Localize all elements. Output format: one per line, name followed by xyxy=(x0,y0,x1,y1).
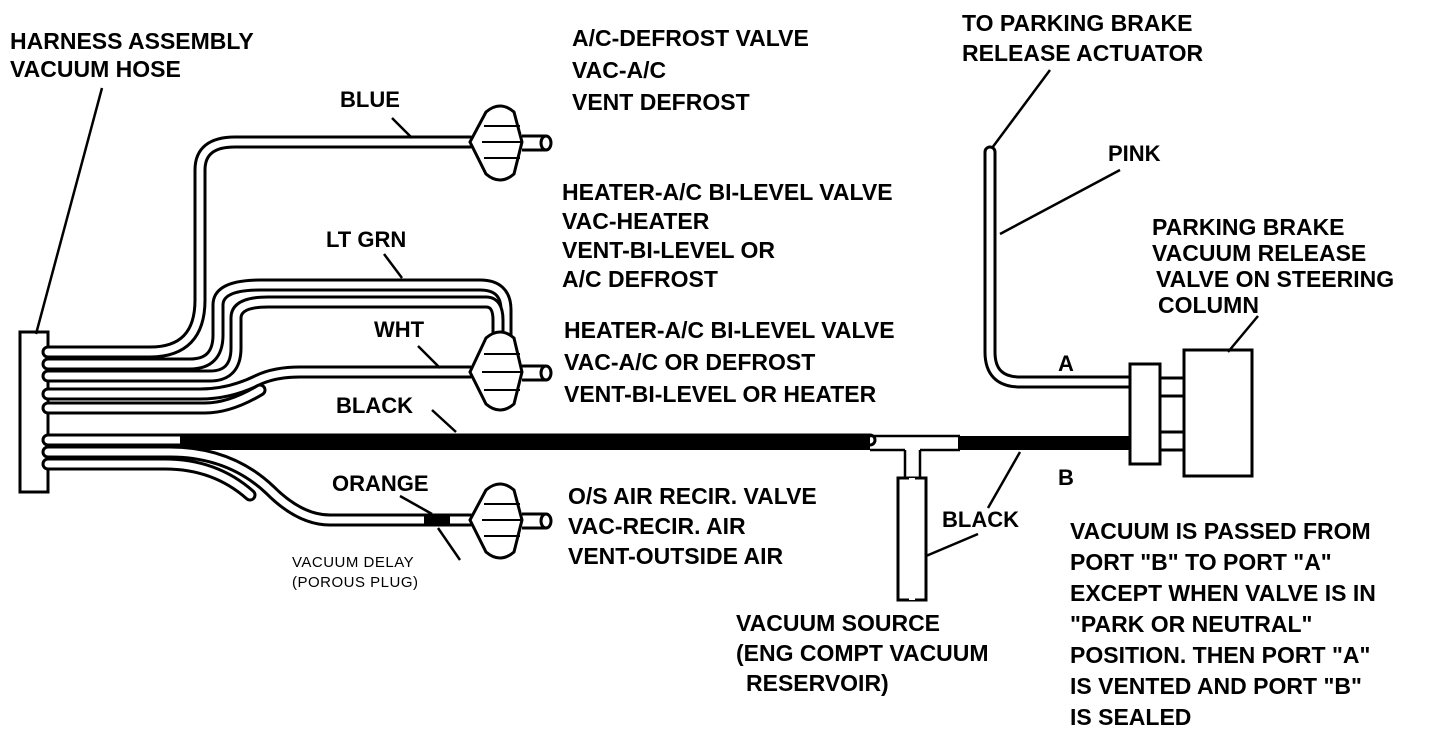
parking-brake-valve xyxy=(1128,348,1254,478)
valve-leader xyxy=(1227,315,1259,353)
orange-hose xyxy=(41,445,477,527)
wire-label-black-source: BLACK xyxy=(942,507,1019,532)
parallel-hose xyxy=(41,295,505,383)
black-source-leader xyxy=(925,532,979,558)
blue-leader xyxy=(391,117,413,139)
wire-label-blue: BLUE xyxy=(340,87,400,112)
pink-hose xyxy=(983,145,1137,389)
black-main-hose xyxy=(41,433,1130,452)
recirc-valve xyxy=(468,482,553,560)
wire-label-orange: ORANGE xyxy=(332,471,429,496)
bilevel-valve xyxy=(468,330,553,412)
wire-label-black-main: BLACK xyxy=(336,393,413,418)
port-a-label: A xyxy=(1058,351,1074,376)
black-main-leader xyxy=(431,409,457,433)
wht-leader xyxy=(417,345,441,369)
source-tee xyxy=(896,450,928,602)
pink-leader xyxy=(999,168,1121,236)
actuator-leader xyxy=(990,69,1052,149)
vacuum-source-label: VACUUM SOURCE (ENG COMPT VACUUM RESERVOI… xyxy=(736,610,989,696)
wire-label-pink: PINK xyxy=(1108,141,1161,166)
harness-leader xyxy=(34,87,104,335)
parking-valve-label: PARKING BRAKE VACUUM RELEASE VALVE ON ST… xyxy=(1152,214,1395,318)
ac-defrost-valve xyxy=(468,104,553,182)
port-b-label: B xyxy=(1058,465,1074,490)
operation-note: VACUUM IS PASSED FROM PORT "B" TO PORT "… xyxy=(1070,518,1376,730)
orange-leader xyxy=(399,494,433,516)
porous-plug xyxy=(424,514,450,526)
wire-label-lt-grn: LT GRN xyxy=(326,227,407,252)
lt-grn-leader xyxy=(383,253,403,279)
lt-grn-hose xyxy=(41,278,513,371)
delay-leader xyxy=(436,527,462,561)
wire-label-wht: WHT xyxy=(374,317,425,342)
vacuum-delay-label: VACUUM DELAY(POROUS PLUG) xyxy=(292,554,419,591)
black-b-leader xyxy=(986,451,1022,509)
blue-hose xyxy=(41,135,477,359)
wht-hose xyxy=(41,365,477,415)
